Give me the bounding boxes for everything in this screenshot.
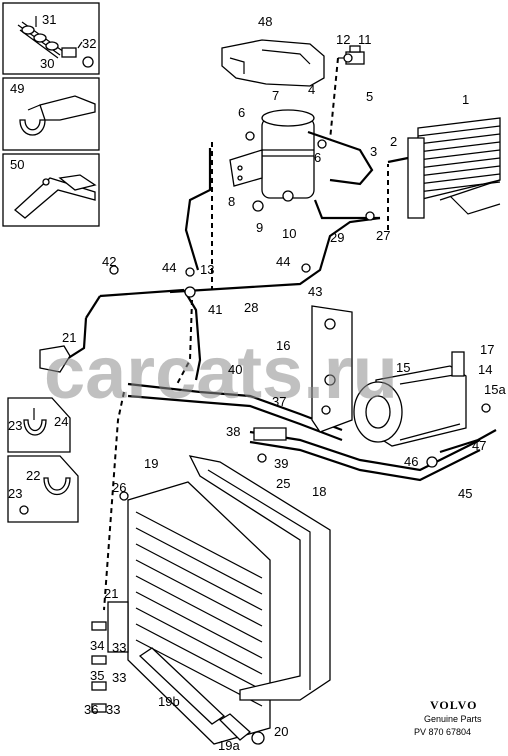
watermark-text: carcats.ru bbox=[44, 331, 398, 414]
callout-19a: 19a bbox=[218, 738, 240, 753]
callout-14: 14 bbox=[478, 362, 492, 377]
callout-8: 8 bbox=[228, 194, 235, 209]
callout-18: 18 bbox=[312, 484, 326, 499]
callout-22: 22 bbox=[26, 468, 40, 483]
inset-box-22 bbox=[7, 455, 79, 523]
callout-38: 38 bbox=[226, 424, 240, 439]
inset-box-24 bbox=[7, 397, 71, 453]
callout-33-b: 33 bbox=[112, 670, 126, 685]
callout-40: 40 bbox=[228, 362, 242, 377]
frame-part-25 bbox=[188, 455, 331, 701]
callout-31: 31 bbox=[42, 12, 56, 27]
callout-17: 17 bbox=[480, 342, 494, 357]
brand-name: VOLVO bbox=[430, 698, 477, 712]
condenser-part-19 bbox=[107, 481, 271, 745]
callout-30: 30 bbox=[40, 56, 54, 71]
callout-47: 47 bbox=[472, 438, 486, 453]
callout-4: 4 bbox=[308, 82, 315, 97]
callout-12: 12 bbox=[336, 32, 350, 47]
callout-27: 27 bbox=[376, 228, 390, 243]
callout-3: 3 bbox=[370, 144, 377, 159]
brand-code: PV 870 67804 bbox=[414, 727, 471, 737]
callout-43: 43 bbox=[308, 284, 322, 299]
callout-5: 5 bbox=[366, 89, 373, 104]
bracket-part-16 bbox=[311, 305, 353, 433]
callout-50: 50 bbox=[10, 157, 24, 172]
receiver-drier-7 bbox=[229, 109, 327, 212]
callout-48: 48 bbox=[258, 14, 272, 29]
callout-20: 20 bbox=[274, 724, 288, 739]
callout-44-right: 44 bbox=[276, 254, 290, 269]
callout-1: 1 bbox=[462, 92, 469, 107]
callout-23-top: 23 bbox=[8, 418, 22, 433]
cover-part-48 bbox=[221, 39, 325, 87]
callout-45: 45 bbox=[458, 486, 472, 501]
callout-36: 36 bbox=[84, 702, 98, 717]
callout-15a: 15a bbox=[484, 382, 506, 397]
callout-16: 16 bbox=[276, 338, 290, 353]
callout-35: 35 bbox=[90, 668, 104, 683]
callout-19b: 19b bbox=[158, 694, 180, 709]
callout-39: 39 bbox=[274, 456, 288, 471]
callout-19: 19 bbox=[144, 456, 158, 471]
callout-23-bottom: 23 bbox=[8, 486, 22, 501]
callout-24: 24 bbox=[54, 414, 68, 429]
callout-2: 2 bbox=[390, 134, 397, 149]
callout-32: 32 bbox=[82, 36, 96, 51]
callout-42: 42 bbox=[102, 254, 116, 269]
brand-subtitle: Genuine Parts bbox=[424, 714, 482, 724]
compressor-part-15 bbox=[353, 351, 491, 447]
callout-7: 7 bbox=[272, 88, 279, 103]
callout-37: 37 bbox=[272, 394, 286, 409]
callout-21-bottom: 21 bbox=[104, 586, 118, 601]
callout-11: 11 bbox=[358, 32, 372, 47]
callout-49: 49 bbox=[10, 81, 24, 96]
callout-33-a: 33 bbox=[112, 640, 126, 655]
callout-25: 25 bbox=[276, 476, 290, 491]
inset-box-50 bbox=[2, 153, 100, 227]
callout-34: 34 bbox=[90, 638, 104, 653]
callout-13: 13 bbox=[200, 262, 214, 277]
condenser-part-1 bbox=[407, 117, 501, 219]
callout-46: 46 bbox=[404, 454, 418, 469]
callout-labels: 31 32 30 49 50 48 12 11 7 4 5 1 6 6 2 3 … bbox=[8, 12, 506, 753]
inset-box-49 bbox=[2, 77, 100, 151]
callout-10: 10 bbox=[282, 226, 296, 241]
fittings-33-36 bbox=[91, 621, 107, 713]
inset-box-31 bbox=[2, 2, 100, 75]
callout-9: 9 bbox=[256, 220, 263, 235]
callout-41: 41 bbox=[208, 302, 222, 317]
callout-6-left: 6 bbox=[238, 105, 245, 120]
callout-33-c: 33 bbox=[106, 702, 120, 717]
callout-15: 15 bbox=[396, 360, 410, 375]
callout-21-top: 21 bbox=[62, 330, 76, 345]
callout-26: 26 bbox=[112, 480, 126, 495]
clamp-part-37 bbox=[253, 427, 287, 463]
callout-28: 28 bbox=[244, 300, 258, 315]
callout-29: 29 bbox=[330, 230, 344, 245]
brand-block: VOLVO Genuine Parts PV 870 67804 bbox=[414, 698, 482, 737]
callout-6-right: 6 bbox=[314, 150, 321, 165]
callout-44-left: 44 bbox=[162, 260, 176, 275]
